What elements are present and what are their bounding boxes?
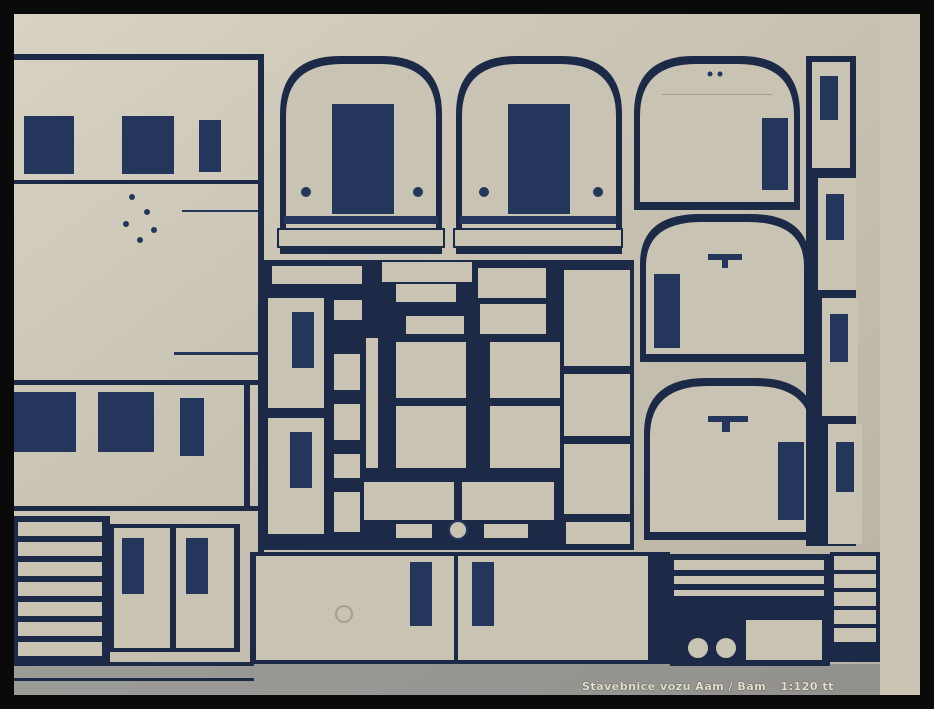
end-wall-3 bbox=[634, 56, 800, 210]
end-wall-5 bbox=[644, 378, 818, 540]
small-strips-left bbox=[14, 516, 110, 666]
etched-scale: 1:120 tt bbox=[780, 680, 834, 693]
coach-side-upper bbox=[14, 54, 264, 355]
small-steps-right bbox=[830, 552, 880, 662]
small-parts-grid bbox=[264, 260, 634, 550]
etched-title: Stavebnice vozu Aam / Bam bbox=[582, 680, 767, 693]
lower-side-panels bbox=[250, 552, 670, 664]
etched-caption: Stavebnice vozu Aam / Bam 1:120 tt bbox=[582, 680, 920, 695]
doors-lower-left bbox=[110, 524, 240, 652]
end-wall-4 bbox=[640, 214, 810, 362]
end-wall-2 bbox=[453, 56, 623, 254]
misc-parts-bottom-right bbox=[670, 554, 830, 666]
end-wall-1 bbox=[277, 56, 445, 254]
coach-side-lower bbox=[14, 380, 264, 511]
photo-frame: Stavebnice vozu Aam / Bam 1:120 tt bbox=[14, 14, 920, 695]
door-column-right bbox=[806, 56, 862, 546]
etched-fret-photo bbox=[14, 14, 920, 695]
